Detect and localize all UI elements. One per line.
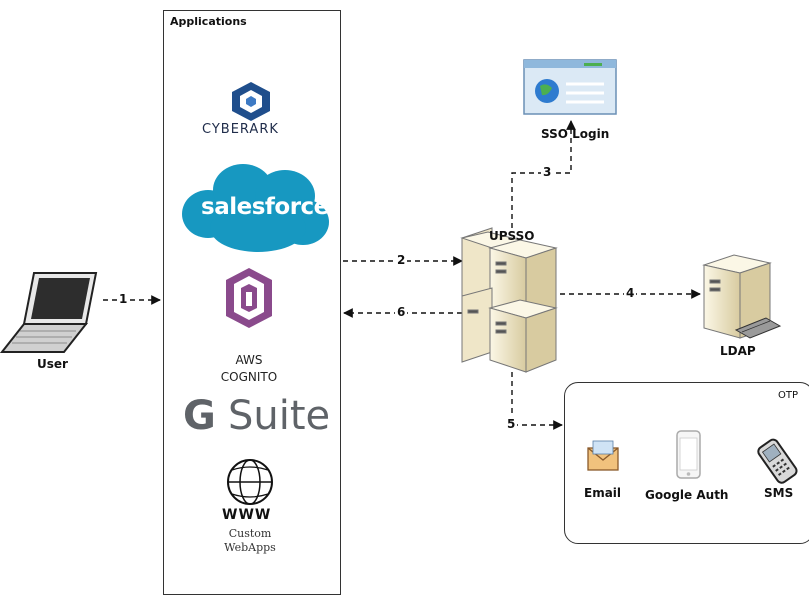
step-1-label: 1 bbox=[117, 292, 130, 306]
webapps-label: WebApps bbox=[224, 541, 276, 554]
ldap-server-icon bbox=[702, 254, 782, 339]
server-unit bbox=[488, 299, 558, 373]
custom-webapps-label: Custom WebApps bbox=[215, 527, 285, 555]
gsuite-label: Suite bbox=[228, 393, 331, 439]
cyberark-label: CYBERARK bbox=[202, 122, 279, 137]
globe-icon bbox=[227, 459, 273, 505]
aws-cognito-label: AWS COGNITO bbox=[213, 352, 285, 386]
sms-label: SMS bbox=[764, 486, 794, 500]
custom-label: Custom bbox=[228, 527, 272, 540]
mobile-phone-icon bbox=[757, 438, 798, 484]
otp-title: OTP bbox=[778, 390, 799, 401]
upsso-label: UPSSO bbox=[489, 229, 535, 243]
aws-label: AWS bbox=[235, 353, 263, 367]
salesforce-logo bbox=[182, 164, 329, 252]
server-unit bbox=[461, 287, 493, 363]
step-2-label: 2 bbox=[395, 253, 408, 267]
google-auth-label: Google Auth bbox=[645, 488, 729, 502]
smartphone-icon bbox=[676, 430, 701, 479]
step-4-label: 4 bbox=[624, 286, 637, 300]
sso-login-label: SSO Login bbox=[541, 127, 610, 141]
cognito-label: COGNITO bbox=[220, 370, 278, 384]
user-label: User bbox=[37, 357, 68, 371]
gsuite-g: G bbox=[183, 393, 216, 439]
laptop-icon bbox=[0, 272, 98, 353]
step-3-label: 3 bbox=[541, 165, 554, 179]
step-6-label: 6 bbox=[395, 305, 408, 319]
sso-login-window-icon bbox=[523, 59, 617, 115]
connector-5 bbox=[511, 372, 563, 430]
salesforce-label: salesforce bbox=[201, 194, 329, 220]
cyberark-logo bbox=[232, 82, 270, 121]
step-5-label: 5 bbox=[505, 417, 518, 431]
email-label: Email bbox=[584, 486, 622, 500]
aws-cognito-logo bbox=[226, 268, 272, 328]
ldap-label: LDAP bbox=[720, 344, 756, 358]
upsso-server-cluster bbox=[460, 227, 558, 373]
www-label: WWW bbox=[222, 507, 272, 523]
applications-title: Applications bbox=[170, 15, 247, 28]
email-icon bbox=[587, 440, 619, 471]
